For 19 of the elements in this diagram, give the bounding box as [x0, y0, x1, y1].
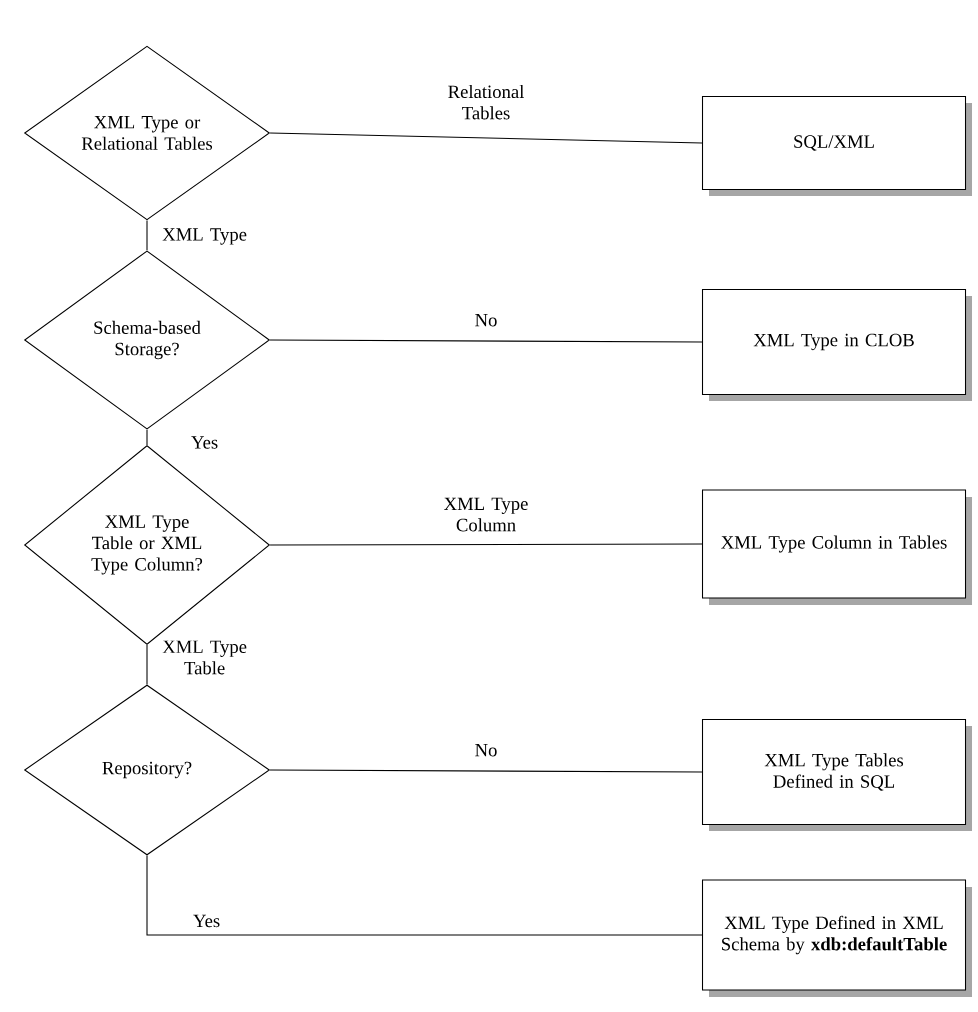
connector-line [146, 855, 703, 936]
process-box: XML Type in CLOB [701, 288, 972, 401]
connector-line [269, 543, 703, 546]
edge-label: No [475, 744, 497, 757]
connector-line [269, 132, 703, 144]
process-box: XML Type Column in Tables [701, 489, 972, 605]
edge-label: XML Type Column [444, 497, 528, 532]
connector-line [269, 339, 703, 343]
process-box: XML Type Tables Defined in SQL [701, 718, 972, 831]
edge-label: Yes [193, 914, 220, 928]
connector-line [269, 769, 703, 773]
edge-label: Relational Tables [448, 84, 524, 120]
connector-line [146, 644, 148, 685]
connector-line [146, 219, 148, 251]
process-box: XML Type Defined in XML Schema by xdb:defaultTable [701, 879, 972, 997]
process-box: SQL/XML [701, 95, 972, 196]
edge-label: No [475, 314, 497, 327]
connector-line [146, 429, 148, 446]
edge-label: XML Type [162, 228, 247, 245]
